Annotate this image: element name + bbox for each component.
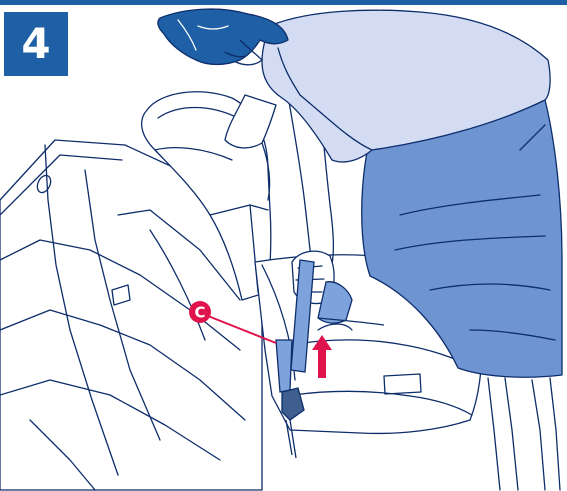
- step-number-badge: 4: [4, 12, 68, 76]
- seat-belt-buckle: [275, 339, 305, 459]
- person-legs: [487, 377, 561, 491]
- skirt-folds: [394, 124, 556, 341]
- up-arrow-icon: [312, 335, 332, 378]
- seat-hole-icon: [36, 174, 52, 194]
- seat-belt: [290, 259, 385, 373]
- booster-label-plate: [383, 373, 422, 395]
- callout-c: C: [189, 301, 277, 344]
- callout-letter: C: [194, 304, 205, 322]
- person-head: [157, 8, 289, 66]
- top-rule: [0, 0, 567, 5]
- shirt-sleeve-edge: [277, 47, 301, 96]
- shirt-sleeve-line: [299, 94, 373, 151]
- vehicle-seat-back: [0, 139, 263, 491]
